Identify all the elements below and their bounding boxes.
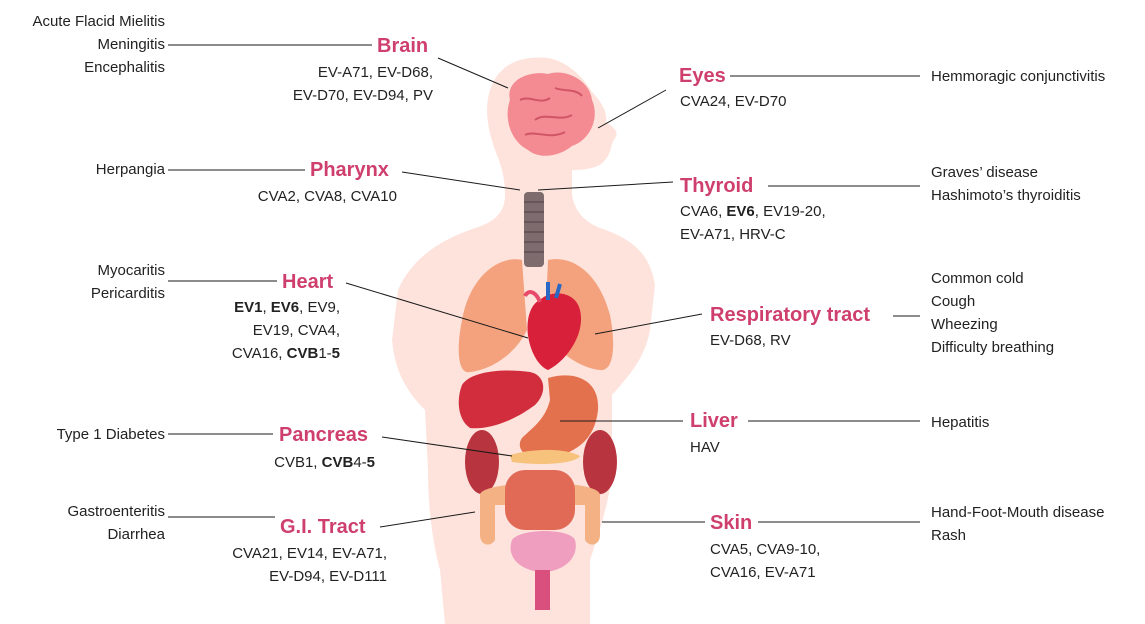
disease-label: Common cold (931, 267, 1054, 290)
eyes-pointer-line (598, 90, 666, 128)
virus-text: CVA6, (680, 203, 726, 220)
left-kidney (465, 430, 499, 494)
thyroid-label: Thyroid (680, 174, 753, 198)
pharynx-diseases: Herpangia (96, 158, 165, 181)
right-kidney (583, 430, 617, 494)
disease-label: Hashimoto’s thyroiditis (931, 184, 1081, 207)
virus-text-bold: EV6 (271, 299, 299, 316)
brain-pointer-line (438, 58, 508, 88)
virus-text: , EV9, (299, 299, 340, 316)
virus-line: EV-D70, EV-D94, PV (293, 84, 433, 107)
heart-viruses: EV1, EV6, EV9, EV19, CVA4, CVA16, CVB1-5 (232, 296, 340, 365)
disease-label: Wheezing (931, 313, 1054, 336)
virus-text-bold: EV1 (234, 299, 262, 316)
virus-text-bold: 5 (367, 454, 375, 471)
respiratory-label: Respiratory tract (710, 303, 870, 327)
virus-line: EV1, EV6, EV9, (232, 296, 340, 319)
virus-text: 1- (318, 345, 331, 362)
pancreas-label: Pancreas (279, 423, 368, 447)
respiratory-diseases: Common cold Cough Wheezing Difficulty br… (931, 267, 1054, 359)
disease-label: Rash (931, 524, 1104, 547)
virus-text-bold: CVB (322, 454, 354, 471)
virus-text-bold: CVB (287, 345, 319, 362)
brain-diseases: Acute Flacid Mielitis Meningitis Encepha… (32, 10, 165, 79)
small-intestine (505, 470, 575, 530)
pancreas-viruses: CVB1, CVB4-5 (274, 451, 375, 474)
virus-line: CVA21, EV14, EV-A71, (232, 542, 387, 565)
brain-label: Brain (377, 34, 428, 58)
virus-text-bold: 5 (332, 345, 340, 362)
respiratory-viruses: EV-D68, RV (710, 329, 791, 352)
disease-label: Diarrhea (67, 523, 165, 546)
virus-text: , (262, 299, 270, 316)
disease-label: Pericarditis (91, 282, 165, 305)
virus-text: CVB1, (274, 454, 322, 471)
heart-diseases: Myocaritis Pericarditis (91, 259, 165, 305)
virus-line: EV-A71, EV-D68, (293, 61, 433, 84)
pancreas-diseases: Type 1 Diabetes (57, 423, 165, 446)
virus-line: CVA16, CVB1-5 (232, 342, 340, 365)
virus-line: EV19, CVA4, (232, 319, 340, 342)
virus-text-bold: EV6 (726, 203, 754, 220)
disease-label: Acute Flacid Mielitis (32, 10, 165, 33)
disease-label: Hand-Foot-Mouth disease (931, 501, 1104, 524)
disease-label: Encephalitis (32, 56, 165, 79)
pharynx-pointer-line (402, 172, 520, 190)
urethra (535, 570, 550, 610)
pharynx-viruses: CVA2, CVA8, CVA10 (258, 185, 397, 208)
thyroid-diseases: Graves’ disease Hashimoto’s thyroiditis (931, 161, 1081, 207)
virus-text: , EV19-20, (755, 203, 826, 220)
liver-diseases: Hepatitis (931, 411, 989, 434)
virus-line: EV-D94, EV-D111 (232, 565, 387, 588)
skin-diseases: Hand-Foot-Mouth disease Rash (931, 501, 1104, 547)
virus-line: CVA6, EV6, EV19-20, (680, 200, 826, 223)
skin-label: Skin (710, 511, 752, 535)
gi-label: G.I. Tract (280, 515, 366, 539)
virus-text: CVA16, (232, 345, 287, 362)
thyroid-viruses: CVA6, EV6, EV19-20, EV-A71, HRV-C (680, 200, 826, 246)
liver-viruses: HAV (690, 436, 720, 459)
eyes-diseases: Hemmoragic conjunctivitis (931, 65, 1105, 88)
pharynx-label: Pharynx (310, 158, 389, 182)
heart-label: Heart (282, 270, 333, 294)
gi-viruses: CVA21, EV14, EV-A71, EV-D94, EV-D111 (232, 542, 387, 588)
disease-label: Meningitis (32, 33, 165, 56)
brain-viruses: EV-A71, EV-D68, EV-D70, EV-D94, PV (293, 61, 433, 107)
virus-line: CVA16, EV-A71 (710, 561, 820, 584)
virus-line: EV-A71, HRV-C (680, 223, 826, 246)
trachea (524, 192, 544, 267)
eyes-viruses: CVA24, EV-D70 (680, 90, 786, 113)
virus-text: 4- (353, 454, 366, 471)
liver-label: Liver (690, 409, 738, 433)
disease-label: Myocaritis (91, 259, 165, 282)
disease-label: Difficulty breathing (931, 336, 1054, 359)
eyes-label: Eyes (679, 64, 726, 88)
gi-diseases: Gastroenteritis Diarrhea (67, 500, 165, 546)
skin-viruses: CVA5, CVA9-10, CVA16, EV-A71 (710, 538, 820, 584)
virus-line: CVA5, CVA9-10, (710, 538, 820, 561)
disease-label: Cough (931, 290, 1054, 313)
disease-label: Graves’ disease (931, 161, 1081, 184)
disease-label: Gastroenteritis (67, 500, 165, 523)
